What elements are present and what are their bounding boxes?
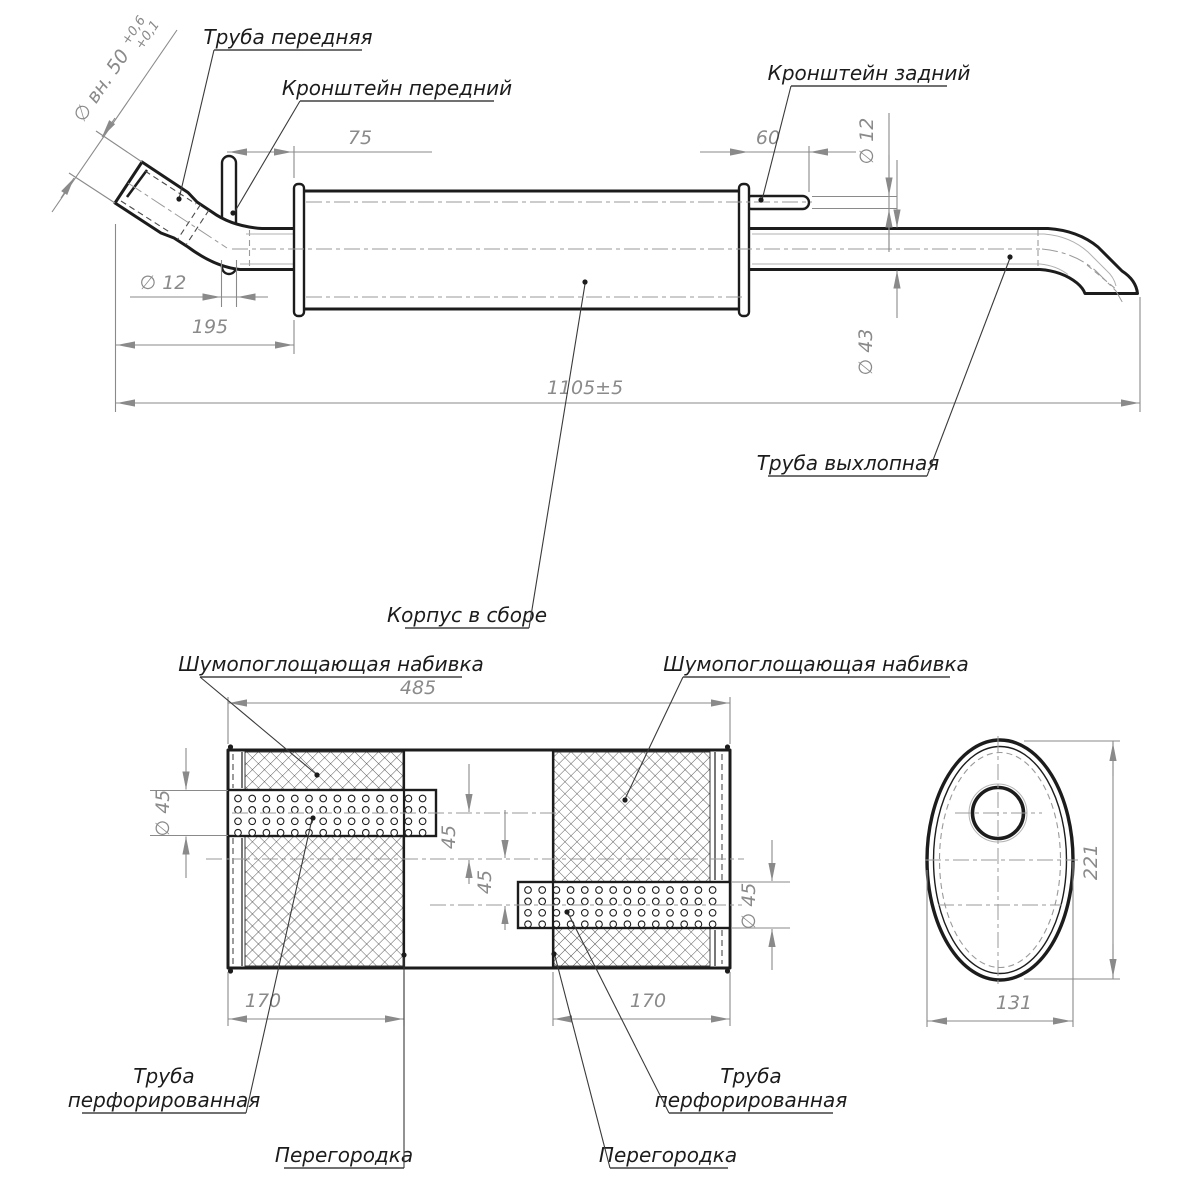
exhaust-pipe bbox=[746, 227, 1139, 295]
dim-perf-pipe-dia-left: ∅ 45 bbox=[152, 790, 174, 837]
label-perforated-pipe-left: Труба перфорированная bbox=[68, 815, 316, 1114]
dim-lower-pipe-offset: 45 bbox=[474, 870, 496, 894]
padding-left-upper bbox=[244, 751, 404, 790]
rear-flange bbox=[737, 182, 751, 318]
dim-rear-bracket-dia: ∅ 12 bbox=[856, 118, 878, 165]
padding-right-upper bbox=[553, 751, 711, 882]
dim-inlet-bore: ∅ вн. 50 +0,6 +0,1 bbox=[69, 13, 163, 126]
labels: Труба передняя Кронштейн передний Кроншт… bbox=[68, 25, 1013, 1169]
dim-left-chamber: 170 bbox=[245, 990, 281, 1012]
label-perforated-pipe-right: Труба перфорированная bbox=[564, 909, 848, 1114]
label-exhaust-pipe: Труба выхлопная bbox=[757, 451, 940, 475]
dim-body-width: 131 bbox=[996, 992, 1032, 1014]
label-padding-left: Шумопоглощающая набивка bbox=[178, 652, 484, 676]
svg-text:Труба: Труба bbox=[720, 1064, 781, 1088]
label-body-assembly: Корпус в сборе bbox=[387, 603, 547, 627]
dim-rear-bracket-offset: 60 bbox=[756, 127, 780, 149]
svg-text:Перегородка: Перегородка bbox=[599, 1143, 737, 1167]
label-front-pipe: Труба передняя bbox=[203, 25, 372, 49]
svg-text:Труба: Труба bbox=[133, 1064, 194, 1088]
muffler-body bbox=[301, 189, 742, 311]
dim-padding-length: 485 bbox=[400, 677, 436, 699]
dim-exhaust-dia: ∅ 43 bbox=[855, 329, 877, 376]
front-flange bbox=[292, 182, 306, 318]
dim-right-chamber: 170 bbox=[630, 990, 666, 1012]
dim-perf-pipe-dia-right: ∅ 45 bbox=[738, 883, 760, 930]
front-pipe bbox=[113, 160, 301, 271]
dim-inlet-bore-text: ∅ вн. 50 bbox=[69, 46, 134, 126]
dim-overall-length: 1105±5 bbox=[547, 377, 623, 399]
label-padding-right: Шумопоглощающая набивка bbox=[663, 652, 969, 676]
dim-front-pipe-length: 195 bbox=[192, 316, 228, 338]
perforation-holes-upper bbox=[234, 794, 427, 837]
dim-front-bracket-dia: ∅ 12 bbox=[140, 272, 187, 294]
dim-upper-pipe-offset: 45 bbox=[438, 825, 460, 849]
svg-text:Перегородка: Перегородка bbox=[275, 1143, 413, 1167]
padding-right-lower bbox=[553, 928, 711, 967]
side-view bbox=[113, 154, 1139, 318]
label-baffle-right: Перегородка bbox=[551, 951, 737, 1169]
label-rear-bracket: Кронштейн задний bbox=[768, 61, 971, 85]
end-view bbox=[925, 736, 1078, 984]
padding-left-lower bbox=[244, 836, 404, 967]
svg-text:перфорированная: перфорированная bbox=[655, 1088, 848, 1112]
label-front-bracket: Кронштейн передний bbox=[282, 76, 512, 100]
label-baffle-left: Перегородка bbox=[275, 952, 413, 1169]
svg-text:перфорированная: перфорированная bbox=[68, 1088, 261, 1112]
dim-front-bracket-offset: 75 bbox=[348, 127, 372, 149]
section-view bbox=[206, 744, 744, 974]
dim-body-height: 221 bbox=[1080, 844, 1102, 880]
